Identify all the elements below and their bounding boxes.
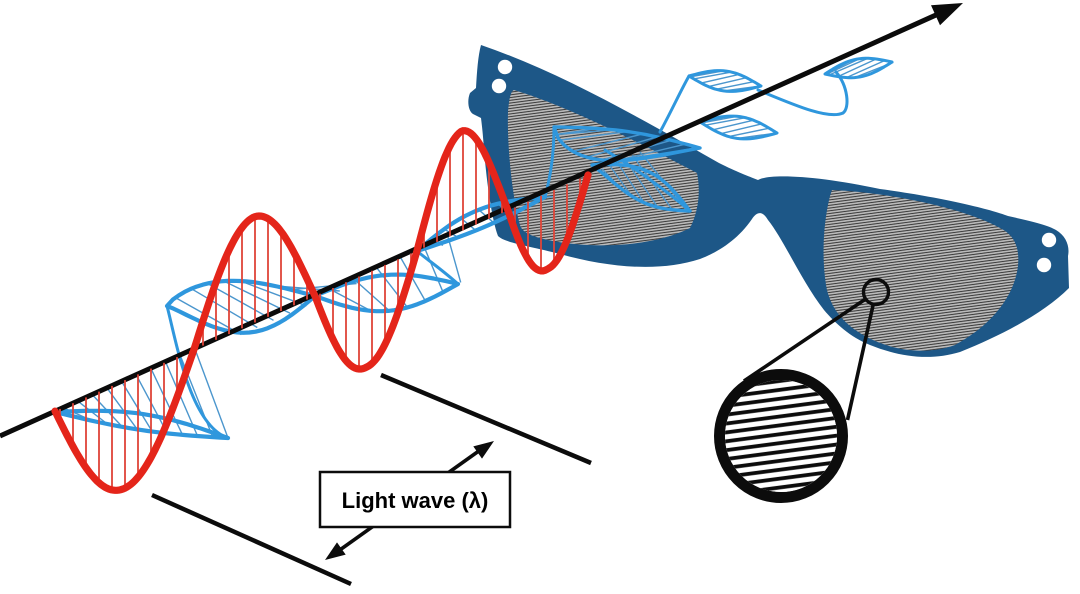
svg-text:Light wave (λ): Light wave (λ) <box>342 488 489 513</box>
